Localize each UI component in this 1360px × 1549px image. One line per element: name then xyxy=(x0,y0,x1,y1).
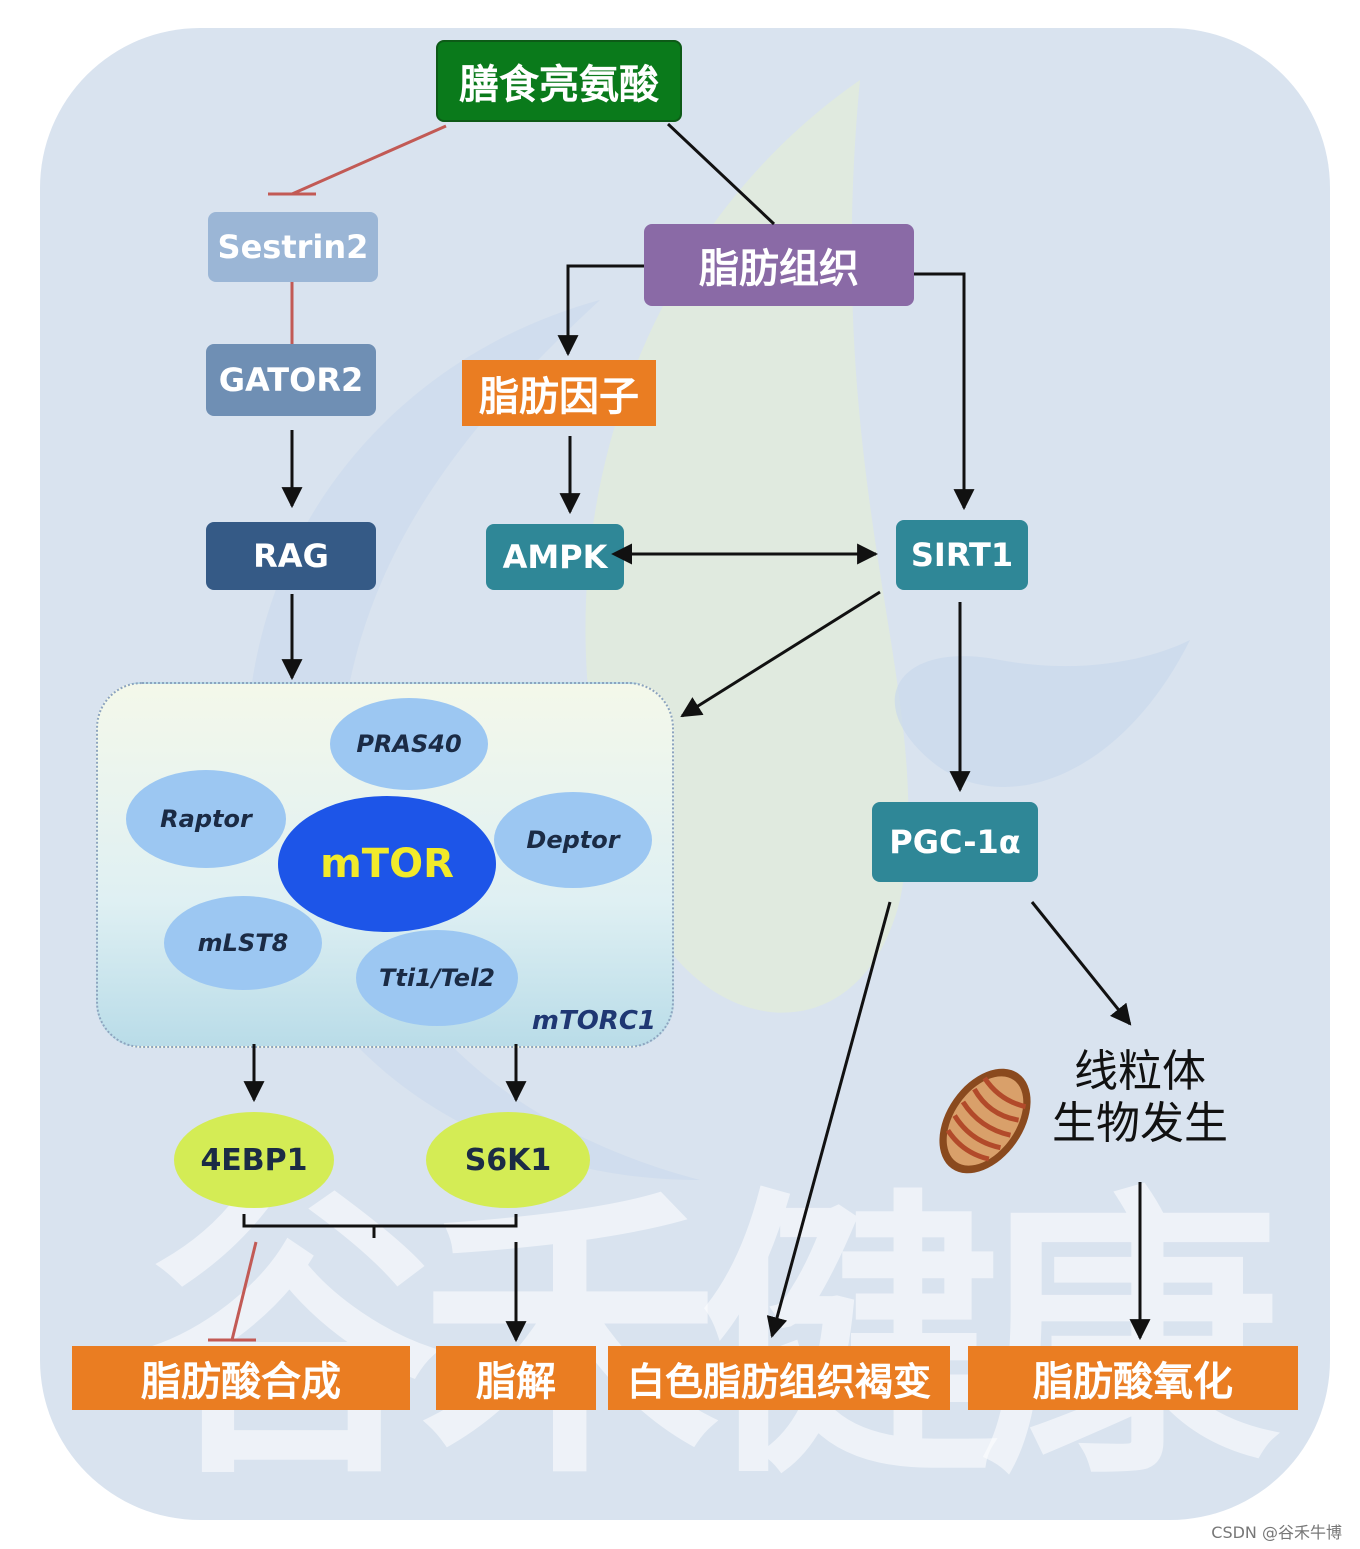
mito-biogenesis-line2: 生物发生 xyxy=(1052,1098,1228,1149)
sirt1-node: SIRT1 xyxy=(896,520,1028,590)
fatty-acid-synthesis-outcome: 脂肪酸合成 xyxy=(72,1346,410,1410)
s6k1-node: S6K1 xyxy=(426,1112,590,1208)
mito-biogenesis-line1: 线粒体 xyxy=(1074,1046,1206,1097)
raptor-subunit: Raptor xyxy=(126,770,286,868)
edge-sirt1-mtorc1 xyxy=(680,590,881,718)
tti1-tel2-subunit: Tti1/Tel2 xyxy=(356,930,518,1026)
edge-inhibits-fa-synthesis xyxy=(230,1241,258,1341)
mlst8-subunit: mLST8 xyxy=(164,896,322,990)
adipose-tissue-node: 脂肪组织 xyxy=(644,224,914,306)
edge-pgc1a-browning xyxy=(766,901,892,1339)
fatty-acid-oxidation-outcome: 脂肪酸氧化 xyxy=(968,1346,1298,1410)
ampk-node: AMPK xyxy=(486,524,624,590)
deptor-subunit: Deptor xyxy=(494,792,652,888)
pgc1a-node: PGC-1α xyxy=(872,802,1038,882)
edge-bracket xyxy=(242,1214,518,1228)
edge-adipose-adipokine xyxy=(557,264,644,357)
watermark-text: 谷禾健康 xyxy=(140,1165,1280,1514)
mtor-core: mTOR xyxy=(278,796,496,932)
edge-adipose-sirt1 xyxy=(914,272,975,511)
edge-pgc1a-mito xyxy=(1030,901,1132,1026)
dietary-leucine-node: 膳食亮氨酸 xyxy=(436,40,682,122)
edge-leucine-inhibits-sestrin2 xyxy=(291,124,447,196)
edge-leucine-adipose xyxy=(666,122,776,226)
gator2-node: GATOR2 xyxy=(206,344,376,416)
rag-node: RAG xyxy=(206,522,376,590)
pras40-subunit: PRAS40 xyxy=(330,698,488,790)
mitochondrion-icon xyxy=(939,1068,1031,1174)
csdn-credit: CSDN @谷禾牛博 xyxy=(1211,1523,1342,1542)
sestrin2-node: Sestrin2 xyxy=(208,212,378,282)
mtorc1-label: mTORC1 xyxy=(531,1006,656,1036)
browning-outcome: 白色脂肪组织褐变 xyxy=(608,1346,950,1410)
4ebp1-node: 4EBP1 xyxy=(174,1112,334,1208)
adipokine-label: 脂肪因子 xyxy=(462,360,656,426)
lipolysis-outcome: 脂解 xyxy=(436,1346,596,1410)
